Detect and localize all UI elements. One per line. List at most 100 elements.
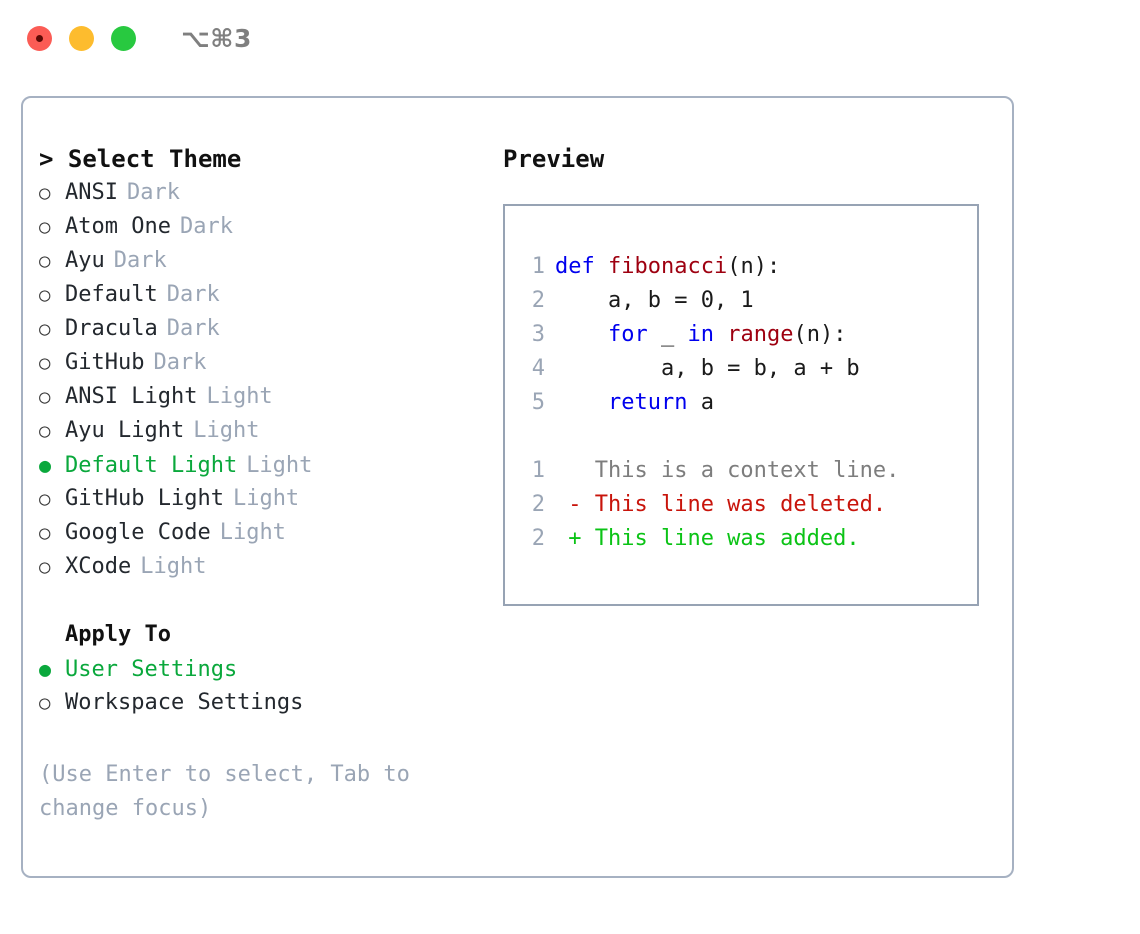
option-variant-tag: Dark xyxy=(166,316,220,341)
maximize-window-button[interactable] xyxy=(111,25,136,51)
radio-unselected-icon: ○ xyxy=(39,182,51,204)
option-variant-tag: Dark xyxy=(126,180,180,205)
code-line-1: 2 a, b = 0, 1 xyxy=(519,284,977,318)
token-pl xyxy=(714,322,727,347)
line-content: a, b = b, a + b xyxy=(555,352,860,386)
token-kw: def xyxy=(555,254,595,279)
window-controls xyxy=(27,25,136,51)
theme-option-3[interactable]: ○ Default Dark xyxy=(39,278,493,312)
code-diff-separator xyxy=(519,420,977,454)
theme-option-7[interactable]: ○ Ayu Light Light xyxy=(39,414,493,448)
option-label: ANSI xyxy=(65,180,118,205)
theme-option-8[interactable]: ● Default Light Light xyxy=(39,448,493,482)
token-fn: range xyxy=(727,322,794,347)
line-number: 4 xyxy=(531,356,545,381)
diff-line-2: 2 + This line was added. xyxy=(519,522,977,556)
option-label: Ayu Light xyxy=(65,418,185,443)
title-bar: ⌥⌘3 xyxy=(0,0,1140,76)
radio-unselected-icon: ○ xyxy=(39,556,51,578)
code-line-4: 5 return a xyxy=(519,386,977,420)
token-pl: _ xyxy=(647,322,688,347)
apply-to-label: Apply To xyxy=(65,622,171,647)
radio-unselected-icon: ○ xyxy=(39,352,51,374)
apply-to-option-list[interactable]: ● User Settings ○Workspace Settings xyxy=(39,652,493,720)
theme-option-5[interactable]: ○ GitHub Dark xyxy=(39,346,493,380)
preview-title: Preview xyxy=(503,145,605,173)
option-variant-tag: Light xyxy=(232,486,300,511)
line-number: 1 xyxy=(531,254,545,279)
radio-selected-icon: ● xyxy=(39,657,52,681)
option-label: Dracula xyxy=(65,316,158,341)
line-content: def fibonacci(n): xyxy=(555,250,780,284)
select-theme-header: > Select Theme xyxy=(39,145,242,173)
diff-sample: 1 This is a context line.2 - This line w… xyxy=(519,454,977,556)
window-title-shortcut: ⌥⌘3 xyxy=(181,23,252,53)
token-kw: for xyxy=(607,322,648,347)
option-label: GitHub xyxy=(65,350,145,375)
option-label: User Settings xyxy=(65,657,238,682)
option-variant-tag: Dark xyxy=(153,350,207,375)
radio-unselected-icon: ○ xyxy=(39,692,51,714)
close-window-button[interactable] xyxy=(27,25,52,51)
option-label: ANSI Light xyxy=(65,384,198,409)
apply-option-0[interactable]: ● User Settings xyxy=(39,652,493,686)
theme-option-1[interactable]: ○ Atom One Dark xyxy=(39,210,493,244)
token-pl: a, b = b, a + b xyxy=(555,356,860,381)
diff-line-1: 2 - This line was deleted. xyxy=(519,488,977,522)
list-spacer xyxy=(39,584,493,618)
option-variant-tag: Light xyxy=(140,554,207,579)
radio-unselected-icon: ○ xyxy=(39,216,51,238)
option-variant-tag: Dark xyxy=(166,282,220,307)
token-pl: a xyxy=(687,390,714,415)
line-content: - This line was deleted. xyxy=(555,488,886,522)
option-variant-tag: Dark xyxy=(179,214,233,239)
apply-option-1[interactable]: ○Workspace Settings xyxy=(39,686,493,720)
option-variant-tag: Light xyxy=(246,453,313,478)
option-label: Default Light xyxy=(65,453,238,478)
radio-unselected-icon: ○ xyxy=(39,386,51,408)
line-number: 3 xyxy=(531,322,545,347)
radio-unselected-icon: ○ xyxy=(39,250,51,272)
token-pl: (n): xyxy=(727,254,781,279)
option-variant-tag: Dark xyxy=(113,248,167,273)
line-content: for _ in range(n): xyxy=(555,318,846,352)
token-pl xyxy=(555,322,608,347)
code-line-3: 4 a, b = b, a + b xyxy=(519,352,977,386)
radio-selected-icon: ● xyxy=(39,453,52,477)
radio-unselected-icon: ○ xyxy=(39,522,51,544)
line-content: This is a context line. xyxy=(555,454,900,488)
minimize-window-button[interactable] xyxy=(69,25,94,51)
token-pl: a, b = 0, 1 xyxy=(555,288,754,313)
radio-unselected-icon: ○ xyxy=(39,284,51,306)
code-line-2: 3 for _ in range(n): xyxy=(519,318,977,352)
option-label: Ayu xyxy=(65,248,105,273)
keyboard-hint-text: (Use Enter to select, Tab to change focu… xyxy=(39,762,424,821)
token-del: - This line was deleted. xyxy=(555,492,887,517)
radio-unselected-icon: ○ xyxy=(39,488,51,510)
line-number: 2 xyxy=(531,492,545,517)
option-label: Atom One xyxy=(65,214,171,239)
theme-option-4[interactable]: ○ Dracula Dark xyxy=(39,312,493,346)
option-variant-tag: Light xyxy=(193,418,260,443)
option-variant-tag: Light xyxy=(206,384,273,409)
option-label: Default xyxy=(65,282,158,307)
radio-unselected-icon: ○ xyxy=(39,318,51,340)
token-add: + This line was added. xyxy=(555,526,860,551)
option-variant-tag: Light xyxy=(219,520,286,545)
code-line-0: 1 def fibonacci(n): xyxy=(519,250,977,284)
theme-option-0[interactable]: ○ ANSI Dark xyxy=(39,176,493,210)
token-pl xyxy=(595,254,608,279)
radio-unselected-icon: ○ xyxy=(39,420,51,442)
theme-option-2[interactable]: ○ Ayu Dark xyxy=(39,244,493,278)
theme-option-6[interactable]: ○ ANSI Light Light xyxy=(39,380,493,414)
line-content: return a xyxy=(555,386,714,420)
